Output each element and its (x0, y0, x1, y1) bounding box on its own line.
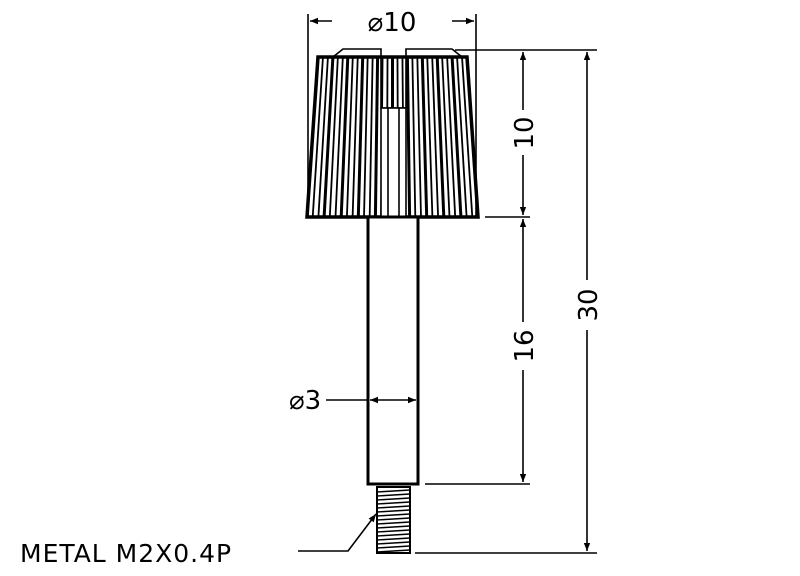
thread-line (376, 489, 411, 493)
knurl-line (456, 56, 468, 218)
knurl-line (311, 56, 324, 218)
slot (380, 107, 407, 218)
knurled-knob (305, 48, 480, 219)
thread-line (376, 509, 411, 513)
knurl-line (351, 56, 359, 218)
shaft-diameter-label: ⌀3 (289, 386, 321, 416)
knurl-line (446, 56, 457, 218)
dimension-knob-diameter: ⌀10 (307, 8, 477, 217)
knurl-line (416, 56, 422, 218)
knurl-line (426, 56, 434, 218)
knurl-line (373, 56, 380, 218)
knurl-line (411, 56, 417, 218)
shaft-length-label: 16 (510, 329, 540, 362)
thread-line (376, 549, 411, 553)
knurl-line (356, 56, 365, 218)
knob-height-label: 10 (510, 116, 540, 149)
knurl-line (405, 56, 412, 218)
thread-line (376, 517, 411, 521)
thread-line (376, 497, 411, 501)
thread-line (376, 529, 411, 533)
thread-line (376, 537, 411, 541)
thread-line (376, 493, 411, 497)
knurl-line (435, 56, 446, 218)
knurl-line (346, 56, 354, 218)
thread-line (376, 521, 411, 525)
dimension-shaft-length: 16 (510, 219, 540, 482)
dimension-shaft-diameter: ⌀3 (289, 386, 416, 416)
thread-line (376, 525, 411, 529)
knurl-line (322, 56, 335, 218)
knurl-line (317, 56, 329, 218)
knurl-line (420, 56, 429, 218)
thread-line (376, 545, 411, 549)
thread-line (376, 505, 411, 509)
shaft (366, 215, 420, 486)
knurl-line (368, 56, 374, 218)
knurl-line (328, 56, 339, 218)
dimension-knob-height: 10 (510, 52, 540, 215)
thread-line (376, 501, 411, 505)
thread-line (376, 513, 411, 517)
thread (376, 486, 411, 554)
knurl-line (461, 56, 474, 218)
thread-line (376, 541, 411, 545)
knurl-line (339, 56, 350, 218)
thread-note-label: METAL M2X0.4P (20, 539, 232, 568)
knurl-line (431, 56, 439, 218)
knob-diameter-label: ⌀10 (368, 8, 417, 38)
knurl-line (450, 56, 463, 218)
total-length-label: 30 (574, 288, 604, 321)
dimension-total-length: 30 (574, 52, 604, 551)
knurl-line (363, 56, 369, 218)
knurl-line (441, 56, 451, 218)
thread-note: METAL M2X0.4P (20, 513, 377, 568)
knurl-line (334, 56, 344, 218)
thread-line (376, 533, 411, 537)
